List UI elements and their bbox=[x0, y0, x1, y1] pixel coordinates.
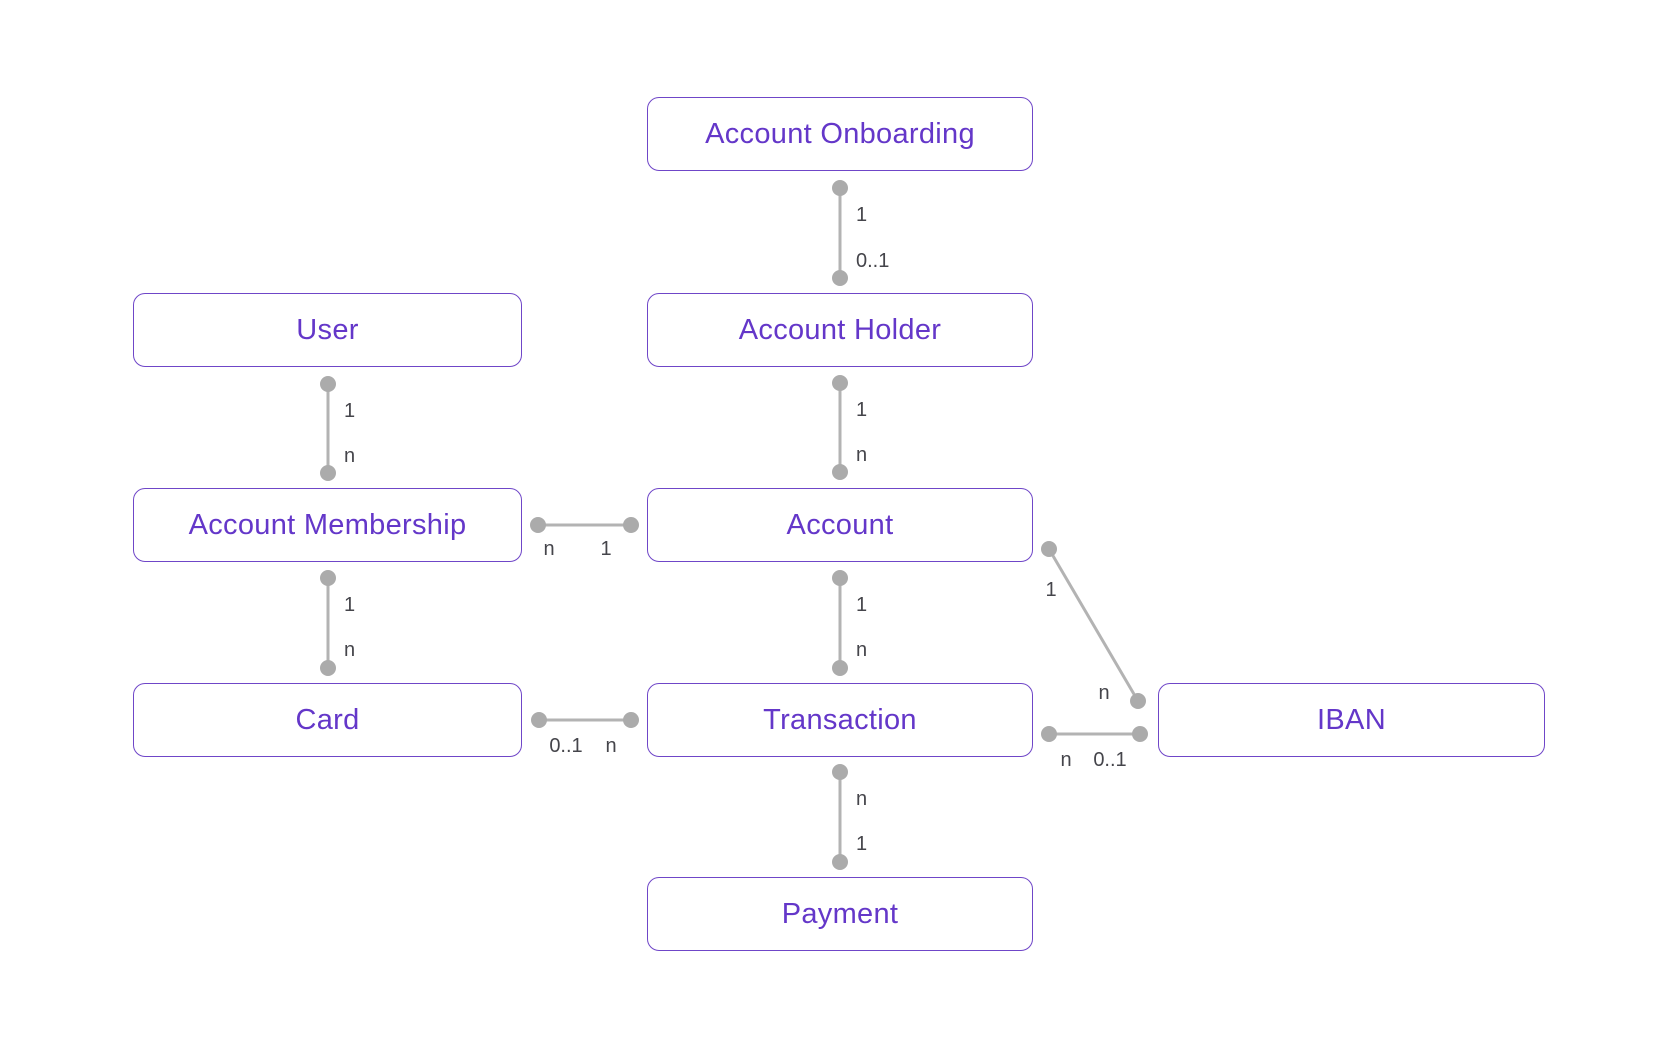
edge-endpoint-end-account-to-iban[interactable] bbox=[1130, 693, 1146, 709]
entity-node-label: Payment bbox=[781, 897, 899, 930]
edge-endpoint-end-transaction-to-iban[interactable] bbox=[1132, 726, 1148, 742]
edge-endpoint-end-holder-to-account[interactable] bbox=[832, 464, 848, 480]
edge-endpoint-start-transaction-to-iban[interactable] bbox=[1041, 726, 1057, 742]
edge-endpoint-start-membership-to-card[interactable] bbox=[320, 570, 336, 586]
entity-node-transaction[interactable]: Transaction bbox=[647, 683, 1033, 757]
edge-transaction-to-iban[interactable]: n 0..1 bbox=[1041, 726, 1148, 771]
entity-node-label: IBAN bbox=[1317, 703, 1386, 736]
edge-cardinality-label: 1 bbox=[600, 538, 611, 560]
edge-endpoint-start-membership-to-account[interactable] bbox=[530, 517, 546, 533]
edge-cardinality-label: 1 bbox=[1045, 579, 1056, 601]
edge-cardinality-label: 1 bbox=[344, 400, 355, 422]
edge-cardinality-label: n bbox=[543, 538, 554, 560]
edge-onboarding-to-holder[interactable]: 1 0..1 bbox=[832, 180, 889, 286]
entity-node-label: Account Membership bbox=[188, 508, 467, 541]
edge-cardinality-label: n bbox=[856, 444, 867, 466]
edge-endpoint-start-onboarding-to-holder[interactable] bbox=[832, 180, 848, 196]
edge-endpoint-end-membership-to-account[interactable] bbox=[623, 517, 639, 533]
entity-node-account-onboarding[interactable]: Account Onboarding bbox=[647, 97, 1033, 171]
entity-node-label: Account bbox=[786, 508, 894, 541]
edge-line-account-to-iban[interactable] bbox=[1047, 548, 1140, 702]
edge-cardinality-label: 1 bbox=[856, 833, 867, 855]
edge-cardinality-label: n bbox=[856, 639, 867, 661]
edge-cardinality-label: 1 bbox=[856, 594, 867, 616]
edge-holder-to-account[interactable]: 1n bbox=[832, 375, 867, 480]
edge-endpoint-end-transaction-to-payment[interactable] bbox=[832, 854, 848, 870]
entity-node-account-membership[interactable]: Account Membership bbox=[133, 488, 522, 562]
entity-node-label: Transaction bbox=[763, 703, 917, 736]
entity-node-label: Account Onboarding bbox=[705, 117, 975, 150]
edge-endpoint-start-transaction-to-payment[interactable] bbox=[832, 764, 848, 780]
edge-cardinality-label: n bbox=[1098, 682, 1109, 704]
edge-transaction-to-payment[interactable]: n1 bbox=[832, 764, 867, 870]
edge-endpoint-start-user-to-membership[interactable] bbox=[320, 376, 336, 392]
edge-cardinality-label: n bbox=[856, 788, 867, 810]
entity-node-account[interactable]: Account bbox=[647, 488, 1033, 562]
edge-membership-to-card[interactable]: 1n bbox=[320, 570, 355, 676]
entity-node-user[interactable]: User bbox=[133, 293, 522, 367]
edge-account-to-iban[interactable]: 1n bbox=[1041, 541, 1146, 709]
entity-node-label: User bbox=[296, 313, 359, 346]
entity-node-iban[interactable]: IBAN bbox=[1158, 683, 1545, 757]
entity-node-card[interactable]: Card bbox=[133, 683, 522, 757]
edge-cardinality-label: 0..1 bbox=[549, 735, 582, 757]
edge-cardinality-label: 1 bbox=[856, 204, 867, 226]
edge-endpoint-end-membership-to-card[interactable] bbox=[320, 660, 336, 676]
edge-endpoint-end-card-to-transaction[interactable] bbox=[623, 712, 639, 728]
edge-endpoint-start-card-to-transaction[interactable] bbox=[531, 712, 547, 728]
edge-endpoint-start-account-to-iban[interactable] bbox=[1041, 541, 1057, 557]
entity-node-label: Card bbox=[295, 703, 360, 736]
edge-cardinality-label: 1 bbox=[344, 594, 355, 616]
entity-node-payment[interactable]: Payment bbox=[647, 877, 1033, 951]
edge-cardinality-label: 0..1 bbox=[1093, 749, 1126, 771]
edge-user-to-membership[interactable]: 1n bbox=[320, 376, 355, 481]
edge-endpoint-end-onboarding-to-holder[interactable] bbox=[832, 270, 848, 286]
edge-endpoint-start-holder-to-account[interactable] bbox=[832, 375, 848, 391]
entity-node-account-holder[interactable]: Account Holder bbox=[647, 293, 1033, 367]
edge-cardinality-label: 1 bbox=[856, 399, 867, 421]
edge-cardinality-label: n bbox=[344, 639, 355, 661]
edge-cardinality-label: n bbox=[344, 445, 355, 467]
edge-cardinality-label: n bbox=[1060, 749, 1071, 771]
edge-card-to-transaction[interactable]: 0..1 n bbox=[531, 712, 639, 757]
edge-cardinality-label: n bbox=[605, 735, 616, 757]
edge-endpoint-end-account-to-transaction[interactable] bbox=[832, 660, 848, 676]
edge-endpoint-start-account-to-transaction[interactable] bbox=[832, 570, 848, 586]
entity-node-label: Account Holder bbox=[738, 313, 942, 346]
edge-account-to-transaction[interactable]: 1n bbox=[832, 570, 867, 676]
edge-endpoint-end-user-to-membership[interactable] bbox=[320, 465, 336, 481]
edge-cardinality-label: 0..1 bbox=[856, 250, 889, 272]
